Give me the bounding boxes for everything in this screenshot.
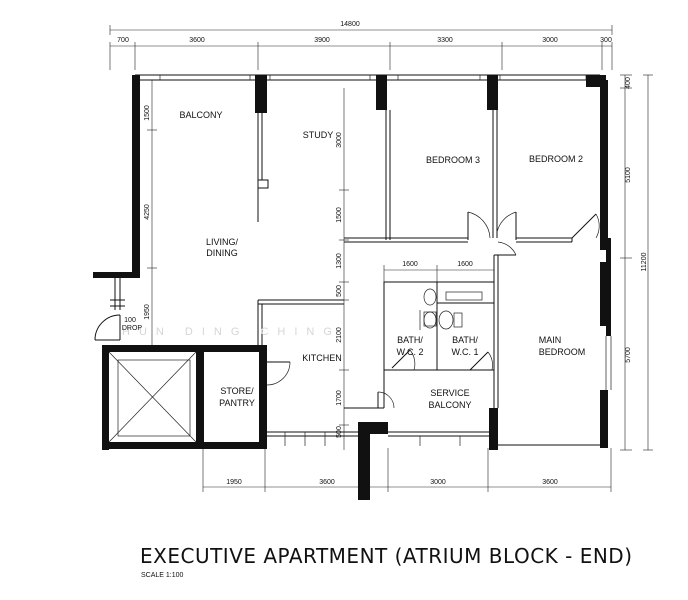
dimension-lines <box>109 25 653 492</box>
dim-left-1: 4250 <box>144 204 151 220</box>
interior-walls <box>110 110 612 446</box>
label-living-1: LIVING/ <box>206 237 239 247</box>
plan-title: EXECUTIVE APARTMENT (ATRIUM BLOCK - END) <box>140 544 633 568</box>
shaft-cross <box>108 351 197 443</box>
dim-left-2: 1950 <box>144 304 151 320</box>
dim-bath-1: 1600 <box>457 261 473 268</box>
label-balcony: BALCONY <box>179 110 222 120</box>
label-main-bedroom-2: BEDROOM <box>539 347 586 357</box>
label-bath-2-1: BATH/ <box>397 335 423 345</box>
label-kitchen: KITCHEN <box>302 353 342 363</box>
dim-right-2: 5700 <box>625 347 632 363</box>
dim-bottom-0: 1950 <box>226 479 242 486</box>
dim-top-total: 14800 <box>340 21 360 28</box>
label-living-2: DINING <box>206 248 238 258</box>
label-service-1: SERVICE <box>430 388 469 398</box>
plan-scale: SCALE 1:100 <box>141 572 184 579</box>
dim-bottom-2: 3000 <box>430 479 446 486</box>
dim-top-1: 3600 <box>189 37 205 44</box>
dim-study-5: 1700 <box>336 390 343 406</box>
dim-right-0: 400 <box>625 77 632 89</box>
dim-study-4: 2100 <box>336 327 343 343</box>
dim-left-0: 1500 <box>144 105 151 121</box>
dim-bottom-3: 3600 <box>542 479 558 486</box>
dim-top-4: 3000 <box>542 37 558 44</box>
dim-top-2: 3900 <box>314 37 330 44</box>
dim-study-3: 500 <box>336 285 343 297</box>
window-strip <box>135 74 600 81</box>
dim-right-1: 5100 <box>625 167 632 183</box>
dim-top-3: 3300 <box>437 37 453 44</box>
label-service-2: BALCONY <box>428 400 471 410</box>
label-store-2: PANTRY <box>219 398 255 408</box>
label-study: STUDY <box>303 130 334 140</box>
label-bedroom-2: BEDROOM 2 <box>529 154 583 164</box>
label-bath-1-1: BATH/ <box>452 335 478 345</box>
label-drop-1: 100 <box>124 317 136 324</box>
dim-study-0: 3000 <box>336 132 343 148</box>
bath-fixtures <box>419 288 483 330</box>
label-bath-1-2: W.C. 1 <box>451 347 478 357</box>
label-main-bedroom-1: MAIN <box>539 335 562 345</box>
label-bath-2-2: W.C. 2 <box>396 347 423 357</box>
dim-bath-0: 1600 <box>402 261 418 268</box>
walls <box>93 75 611 500</box>
label-bedroom-3: BEDROOM 3 <box>426 155 480 165</box>
dim-right-total: 11200 <box>641 252 648 271</box>
dim-study-1: 1500 <box>336 207 343 223</box>
watermark: HUN DING CHING <box>122 326 341 338</box>
dim-study-2: 1300 <box>336 253 343 269</box>
dim-top-5: 300 <box>600 37 612 44</box>
label-store-1: STORE/ <box>220 386 254 396</box>
label-drop-2: DROP <box>122 325 143 332</box>
dim-top-0: 700 <box>117 37 129 44</box>
dim-bottom-1: 3600 <box>319 479 335 486</box>
doors <box>94 211 600 409</box>
